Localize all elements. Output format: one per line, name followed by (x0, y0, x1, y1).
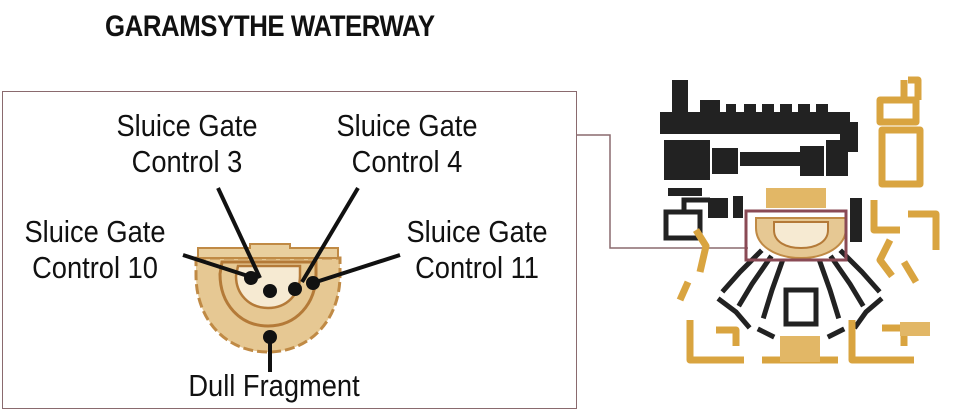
marker-fragment (263, 330, 277, 344)
inset-connector-line (577, 134, 748, 249)
leader-gate3 (216, 187, 262, 279)
markers (244, 271, 320, 344)
marker-gate10 (244, 271, 258, 285)
label-sluice-gate-control-3: Sluice Gate Control 3 (116, 108, 258, 179)
leader-gate4 (300, 186, 360, 284)
minimap-highlight-box (744, 209, 848, 262)
map-title: GARAMSYTHE WATERWAY (105, 10, 435, 43)
label-sluice-gate-control-10: Sluice Gate Control 10 (24, 214, 166, 285)
leader-gate11 (315, 253, 401, 284)
label-sluice-gate-control-11: Sluice Gate Control 11 (406, 214, 548, 285)
overview-minimap (660, 76, 940, 364)
label-dull-fragment: Dull Fragment (188, 368, 360, 403)
marker-gate3 (263, 284, 277, 298)
marker-gate4 (288, 282, 302, 296)
leader-gate10 (182, 253, 249, 278)
marker-gate11 (306, 276, 320, 290)
label-sluice-gate-control-4: Sluice Gate Control 4 (336, 108, 478, 179)
